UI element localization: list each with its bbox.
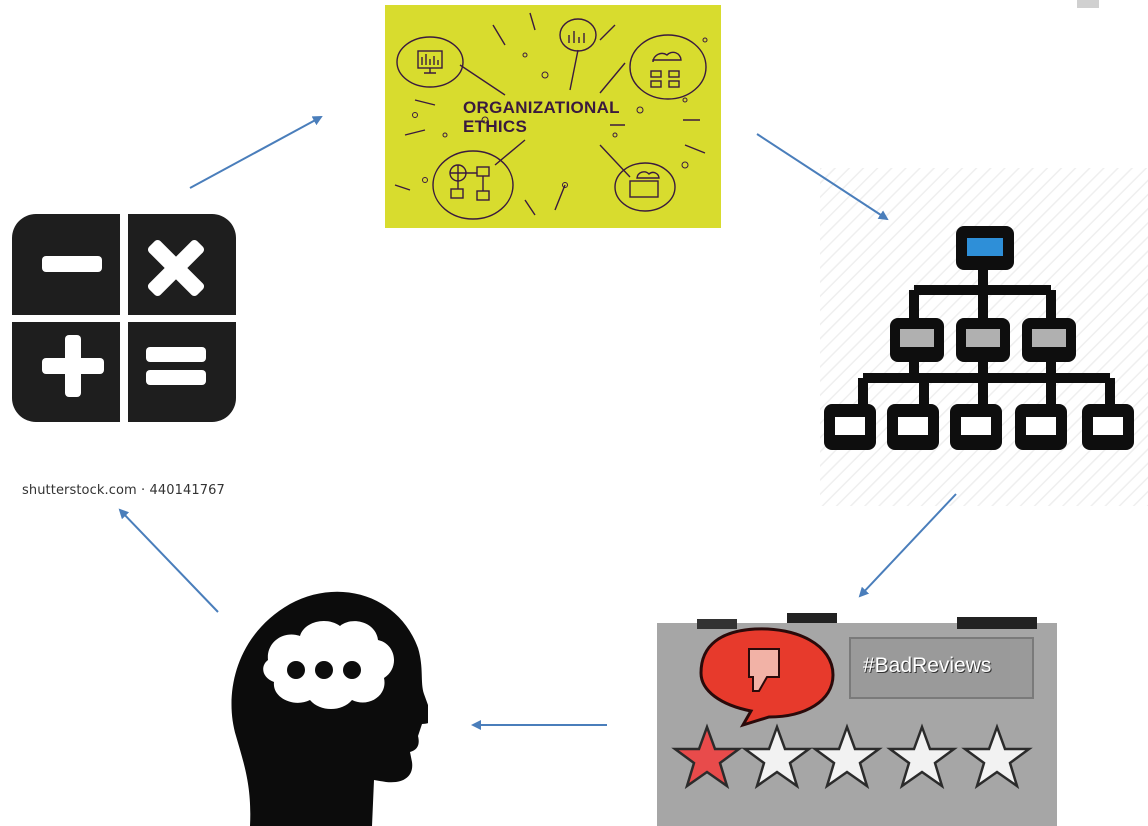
- ethics-decoration: [394, 12, 708, 220]
- hashtag-label: #BadReviews: [863, 654, 992, 677]
- organizational-ethics-panel: ORGANIZATIONAL ETHICS: [385, 5, 721, 228]
- ethics-title-line2: ETHICS: [463, 117, 528, 136]
- thumbs-down-icon: [699, 627, 835, 728]
- org-chart-icon: [820, 168, 1148, 506]
- calculator-icon: [12, 214, 236, 422]
- hashtag-box: #BadReviews: [849, 637, 1034, 699]
- ethics-title: ORGANIZATIONAL ETHICS: [463, 98, 663, 136]
- arrow-calc-to-ethics: [189, 116, 323, 189]
- watermark-text: shutterstock.com · 440141767: [22, 483, 225, 498]
- bad-reviews-panel: #BadReviews: [657, 577, 1057, 826]
- thinking-head-icon: [231, 591, 428, 826]
- ethics-title-line1: ORGANIZATIONAL: [463, 98, 620, 117]
- reviews-graphic: [657, 577, 1057, 826]
- arrow-head-to-calc: [118, 508, 219, 613]
- corner-fragment: [1077, 0, 1099, 8]
